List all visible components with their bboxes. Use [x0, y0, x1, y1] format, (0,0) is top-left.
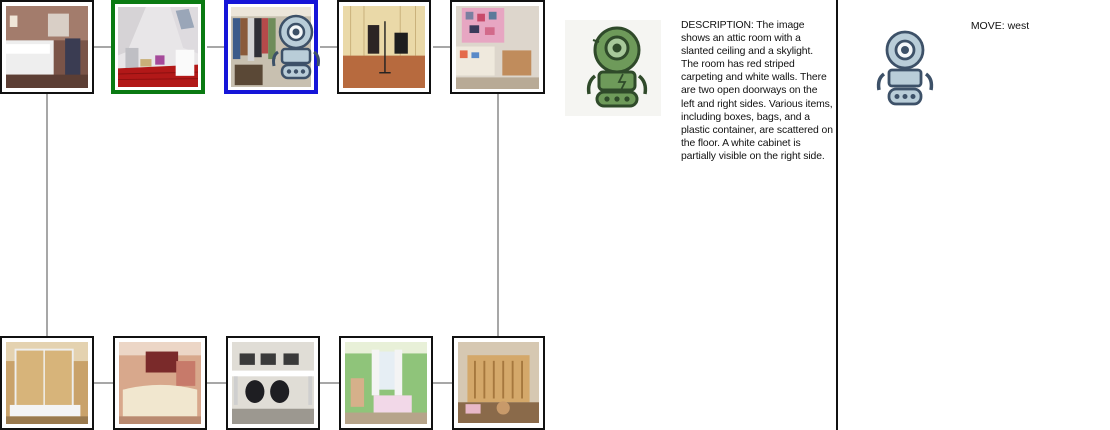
- music-studio-photo: [343, 6, 425, 88]
- room-map: [0, 0, 550, 430]
- shower-room-photo: [6, 342, 88, 424]
- panel-divider: [836, 0, 838, 430]
- kids-playroom-photo: [456, 6, 539, 89]
- move-action: MOVE: west: [970, 20, 1030, 32]
- room-tile-music-studio[interactable]: [337, 0, 431, 94]
- attic-room-photo: [118, 7, 198, 87]
- nursery-photo: [345, 342, 427, 424]
- room-tile-attic-room[interactable]: [111, 0, 205, 94]
- robot-icon: [876, 30, 934, 106]
- baby-crib-room-photo: [458, 342, 539, 423]
- room-tile-bedroom[interactable]: [0, 0, 94, 94]
- room-connections: [46, 46, 499, 384]
- room-tile-kids-playroom[interactable]: [450, 0, 545, 94]
- computer-office-photo: [232, 342, 314, 424]
- reception-desk-photo: [119, 342, 201, 424]
- robot-icon: [272, 14, 320, 80]
- room-tile-reception-desk[interactable]: [113, 336, 207, 430]
- green-robot-icon: [565, 20, 661, 116]
- room-tile-shower-room[interactable]: [0, 336, 94, 430]
- room-tile-computer-office[interactable]: [226, 336, 320, 430]
- bedroom-photo: [6, 6, 88, 88]
- room-description: DESCRIPTION: The image shows an attic ro…: [681, 20, 833, 162]
- room-tile-baby-crib-room[interactable]: [452, 336, 545, 430]
- room-tile-nursery[interactable]: [339, 336, 433, 430]
